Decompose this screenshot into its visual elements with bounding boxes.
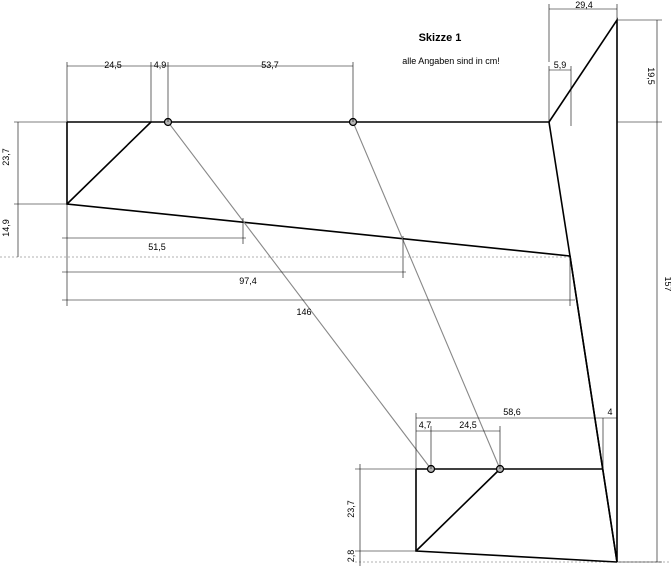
link-line-left	[167, 121, 432, 470]
upper-outline	[66, 121, 571, 257]
dimension-lines-top	[66, 4, 618, 126]
dimension-lines-bottom-left	[355, 464, 416, 566]
dimension-label: 29,4	[575, 0, 593, 10]
dimension-label: 14,9	[1, 219, 11, 237]
right-shape	[548, 17, 618, 563]
sketch-title: Skizze 1	[419, 32, 462, 44]
sketch-note: alle Angaben sind in cm!	[402, 56, 500, 66]
dimension-label: 19,5	[646, 67, 656, 85]
dimension-label: 53,7	[261, 60, 279, 70]
connecting-edge	[569, 255, 618, 563]
dimension-label: 5,9	[554, 60, 567, 70]
dimension-label: 23,7	[1, 148, 11, 166]
dimension-label: 24,5	[459, 420, 477, 430]
dimension-label: 97,4	[239, 276, 257, 286]
dimension-label: 24,5	[104, 60, 122, 70]
dimension-lines-right	[617, 19, 662, 563]
dimension-label: 4	[607, 407, 612, 417]
dimension-label: 2,8	[346, 550, 356, 563]
dimension-label: 146	[296, 307, 311, 317]
right-outline	[548, 17, 618, 563]
dimension-label: 4,9	[154, 60, 167, 70]
dimension-lines-bottom	[415, 408, 618, 469]
dimension-label: 51,5	[148, 242, 166, 252]
dimension-label: 4,7	[419, 420, 432, 430]
link-line-right	[352, 121, 501, 470]
dimension-label: 23,7	[346, 500, 356, 518]
dimension-label: 157	[663, 276, 671, 291]
lower-diagonal	[415, 468, 501, 552]
dimension-label: 58,6	[503, 407, 521, 417]
upper-diagonal	[66, 121, 152, 205]
dimension-lines-left	[14, 121, 67, 257]
upper-shape	[66, 121, 571, 257]
lower-outline	[415, 469, 618, 563]
dimension-lines-middle	[62, 204, 575, 306]
